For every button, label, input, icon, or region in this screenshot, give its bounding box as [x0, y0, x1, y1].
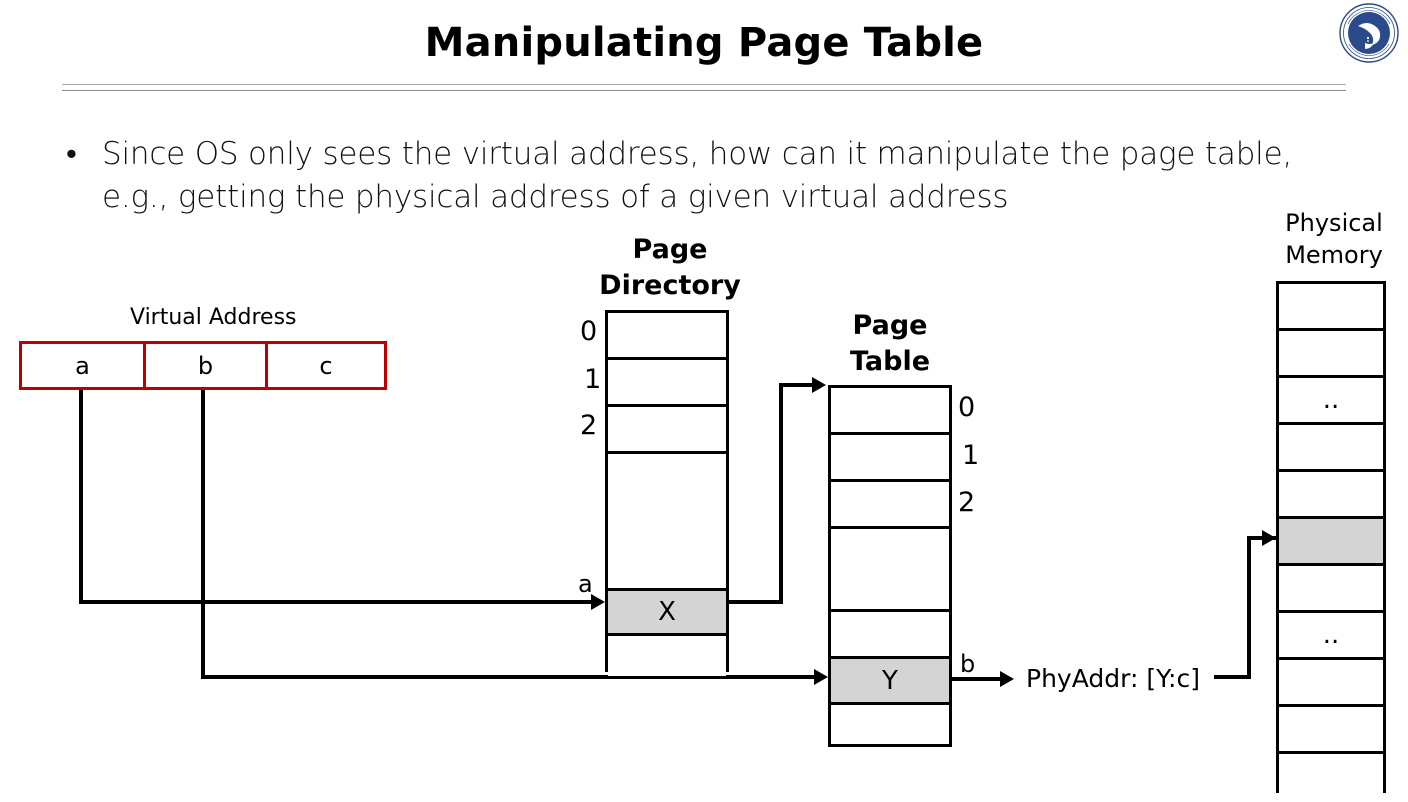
title-divider: [62, 84, 1346, 91]
page-table-entry-label-b: b: [960, 650, 976, 678]
connector-b-horizontal: [201, 675, 814, 679]
physical-address-note: PhyAddr: [Y:c]: [1026, 664, 1200, 693]
virtual-address-field-b: b: [146, 344, 268, 387]
page-table-row-4: [831, 612, 949, 659]
page-table-row-3: [831, 529, 949, 612]
physical-memory-cell-1: [1279, 331, 1383, 378]
page-directory-row-4-highlighted: X: [608, 591, 726, 636]
connector-x-arrowhead: [812, 377, 826, 393]
physical-memory-title: Physical Memory: [1266, 207, 1402, 271]
page-directory-title: Page Directory: [565, 232, 775, 304]
page-directory-title-line2: Directory: [599, 270, 741, 301]
page-directory-index-1: 1: [584, 364, 602, 395]
connector-b-arrowhead: [814, 669, 828, 685]
connector-y-horizontal: [950, 677, 1006, 681]
page-directory-row-2: [608, 407, 726, 454]
physical-memory-cell-0: [1279, 284, 1383, 331]
page-directory-row-3: [608, 454, 726, 591]
page-table-row-1: [831, 435, 949, 482]
connector-b-vertical: [201, 390, 205, 679]
page-table-index-2: 2: [958, 487, 976, 518]
page-title: Manipulating Page Table: [424, 20, 984, 66]
virtual-address-caption: Virtual Address: [130, 305, 297, 330]
page-directory-index-0: 0: [580, 316, 598, 347]
physical-memory-cell-7: ..: [1279, 613, 1383, 660]
page-directory-row-0: [608, 313, 726, 360]
connector-a-vertical: [79, 390, 83, 604]
page-directory-row-5: [608, 636, 726, 676]
page-directory-title-line1: Page: [632, 234, 708, 265]
physical-memory-cell-3: [1279, 425, 1383, 472]
physical-memory-title-line2: Memory: [1285, 241, 1383, 269]
virtual-address-field-a: a: [22, 344, 146, 387]
page-directory-index-2: 2: [580, 410, 598, 441]
physical-memory-cell-4: [1279, 472, 1383, 519]
connector-x-horizontal-in: [779, 383, 815, 387]
connector-y-arrowhead: [1000, 671, 1014, 687]
page-table-index-0: 0: [958, 392, 976, 423]
bullet-paragraph: • Since OS only sees the virtual address…: [66, 133, 1321, 219]
page-directory-table: X: [605, 310, 729, 676]
connector-a-arrowhead: [591, 594, 605, 610]
bullet-text: Since OS only sees the virtual address, …: [102, 136, 1293, 215]
physical-memory-table: .. ..: [1276, 281, 1386, 794]
connector-phys-arrowhead: [1262, 530, 1276, 546]
physical-memory-cell-2: ..: [1279, 378, 1383, 425]
page-table-row-6: [831, 705, 949, 744]
physical-memory-cell-5-highlighted: [1279, 519, 1383, 566]
page-table-table: Y: [828, 385, 952, 747]
page-directory-entry-label-a: a: [578, 570, 593, 598]
connector-phys-horizontal-low: [1214, 675, 1251, 679]
connector-phys-vertical: [1247, 536, 1251, 679]
page-table-title: Page Table: [825, 308, 955, 380]
page-table-row-5-highlighted: Y: [831, 659, 949, 705]
connector-x-vertical: [779, 383, 783, 604]
page-table-title-line1: Page: [852, 310, 928, 341]
connector-x-horizontal-out: [727, 600, 783, 604]
virtual-address-box: a b c: [19, 341, 387, 390]
page-directory-row-1: [608, 360, 726, 407]
physical-memory-cell-9: [1279, 707, 1383, 754]
university-seal-logo: [1339, 3, 1399, 63]
page-table-row-0: [831, 388, 949, 435]
physical-memory-cell-8: [1279, 660, 1383, 707]
page-table-row-2: [831, 482, 949, 529]
bullet-marker: •: [66, 136, 77, 172]
physical-memory-title-line1: Physical: [1285, 209, 1383, 237]
page-table-title-line2: Table: [849, 346, 931, 377]
virtual-address-field-c: c: [319, 351, 333, 380]
physical-memory-cell-10: [1279, 754, 1383, 794]
physical-memory-cell-6: [1279, 566, 1383, 613]
connector-a-horizontal: [79, 600, 591, 604]
page-table-index-1: 1: [962, 440, 980, 471]
